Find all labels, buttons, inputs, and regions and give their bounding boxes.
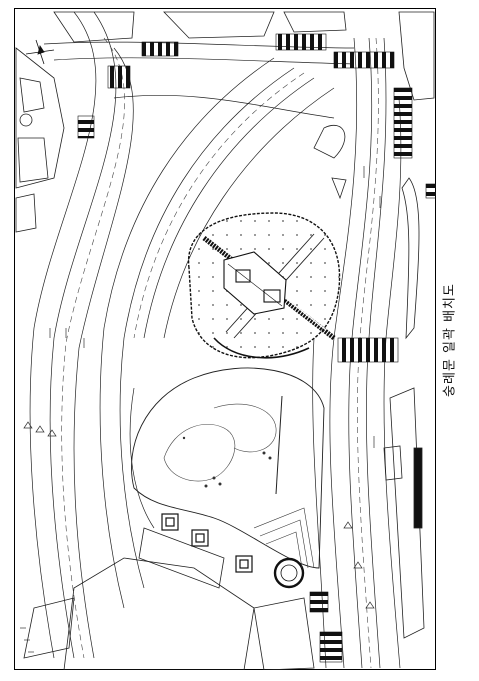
drawing-border xyxy=(14,8,436,670)
road-centerline-west xyxy=(61,37,305,659)
road-lanes-north xyxy=(43,41,355,119)
crosswalks xyxy=(77,33,436,663)
building-blocks-top xyxy=(53,11,435,101)
terraced-steps xyxy=(253,507,315,569)
drawing-caption: 숭례문 일곽 배치도 xyxy=(442,283,458,397)
building-blocks-south xyxy=(23,527,315,670)
building-strip-east xyxy=(383,387,425,639)
building-cluster-left xyxy=(15,47,65,233)
gate-building xyxy=(223,251,287,315)
site-plan-svg xyxy=(14,8,436,670)
north-arrow-icon xyxy=(25,39,55,65)
traffic-islands xyxy=(313,125,420,340)
lane-markers xyxy=(20,166,381,653)
park-area xyxy=(131,367,325,569)
road-lanes-west xyxy=(29,11,335,659)
fountain-circle xyxy=(273,557,305,589)
pavilion-squares xyxy=(161,513,253,573)
